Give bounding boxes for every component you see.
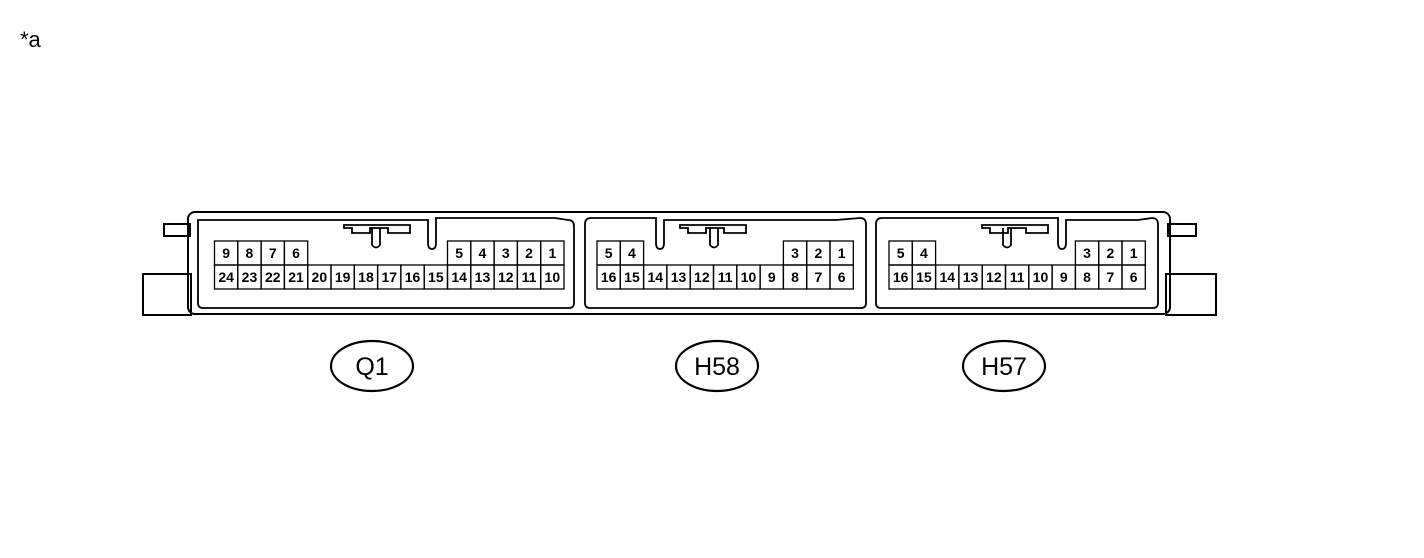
pin-h57-10: 10 [1033,269,1049,285]
pin-h57-7: 7 [1106,269,1114,285]
pin-q1-10: 10 [545,269,561,285]
pin-q1-12: 12 [498,269,514,285]
pin-h58-16: 16 [601,269,617,285]
pin-h58-13: 13 [671,269,687,285]
pin-h58-11: 11 [718,269,733,285]
pin-h57-14: 14 [939,269,955,285]
pin-h57-12: 12 [986,269,1002,285]
connector-label-ellipse-q1 [329,339,415,393]
connector-housing-h58 [584,217,867,309]
right-flange [1165,273,1217,316]
pin-h58-1-cell [829,240,854,266]
pin-q1-4: 4 [479,245,487,261]
pin-h58-1: 1 [838,245,846,261]
pin-q1-2: 2 [525,245,533,261]
pin-q1-21: 21 [288,269,304,285]
latch-q1 [343,224,411,249]
pin-h58-2: 2 [814,245,822,261]
pin-q1-11: 11 [522,269,537,285]
pin-h57-16: 16 [893,269,909,285]
connector-housing-h57 [875,217,1159,309]
pin-q1-24: 24 [218,269,234,285]
connector-label-ellipse-h57 [961,339,1047,393]
pin-q1-6: 6 [292,245,300,261]
pin-q1-8: 8 [246,245,254,261]
pin-h57-9: 9 [1060,269,1068,285]
right-tab [1167,223,1197,237]
pin-h58-14: 14 [647,269,663,285]
pin-h57-4-cell [911,240,937,266]
left-tab [163,223,191,237]
pin-q1-19: 19 [335,269,351,285]
pin-h58-8: 8 [791,269,799,285]
pin-q1-7: 7 [269,245,277,261]
pin-q1-18: 18 [358,269,374,285]
pin-h58-4: 4 [628,245,636,261]
connector-label-ellipse-h58 [674,339,760,393]
pin-h57-1: 1 [1130,245,1138,261]
pin-h58-6: 6 [838,269,846,285]
pin-q1-5: 5 [455,245,463,261]
pin-h58-5: 5 [605,245,613,261]
pin-q1-22: 22 [265,269,281,285]
pin-q1-14: 14 [451,269,467,285]
pin-h57-5: 5 [897,245,905,261]
pin-h57-13: 13 [963,269,979,285]
pin-q1-20: 20 [312,269,328,285]
pin-h57-8: 8 [1083,269,1091,285]
left-flange [142,273,192,316]
pin-q1-13: 13 [475,269,491,285]
pin-q1-6-cell [283,240,309,266]
connector-label-q1: Q1 [355,353,388,381]
pin-h58-9: 9 [768,269,776,285]
pin-h58-12: 12 [694,269,710,285]
pin-h58-7: 7 [814,269,822,285]
figure-note: *a [20,27,41,52]
pin-h57-15: 15 [916,269,932,285]
pin-h57-3: 3 [1083,245,1091,261]
pin-q1-1: 1 [548,245,556,261]
ecu-housing [187,211,1171,315]
pin-q1-15: 15 [428,269,444,285]
pin-h57-4: 4 [920,245,928,261]
pin-h57-1-cell [1121,240,1146,266]
pin-h58-15: 15 [624,269,640,285]
pin-q1-17: 17 [381,269,397,285]
pin-h57-6: 6 [1130,269,1138,285]
pin-h57-11: 11 [1010,269,1025,285]
latch-h57 [981,224,1049,249]
connector-housing-q1 [197,217,575,309]
pin-h58-10: 10 [741,269,757,285]
latch-h58 [679,224,747,249]
pin-h58-3: 3 [791,245,799,261]
connector-label-h57: H57 [981,353,1027,381]
pin-h57-2: 2 [1106,245,1114,261]
pin-h58-4-cell [619,240,645,266]
pin-q1-9: 9 [222,245,230,261]
pin-q1-1-cell [540,240,565,266]
pin-q1-16: 16 [405,269,421,285]
pin-q1-23: 23 [242,269,258,285]
connector-label-h58: H58 [694,353,740,381]
pin-q1-3: 3 [502,245,510,261]
